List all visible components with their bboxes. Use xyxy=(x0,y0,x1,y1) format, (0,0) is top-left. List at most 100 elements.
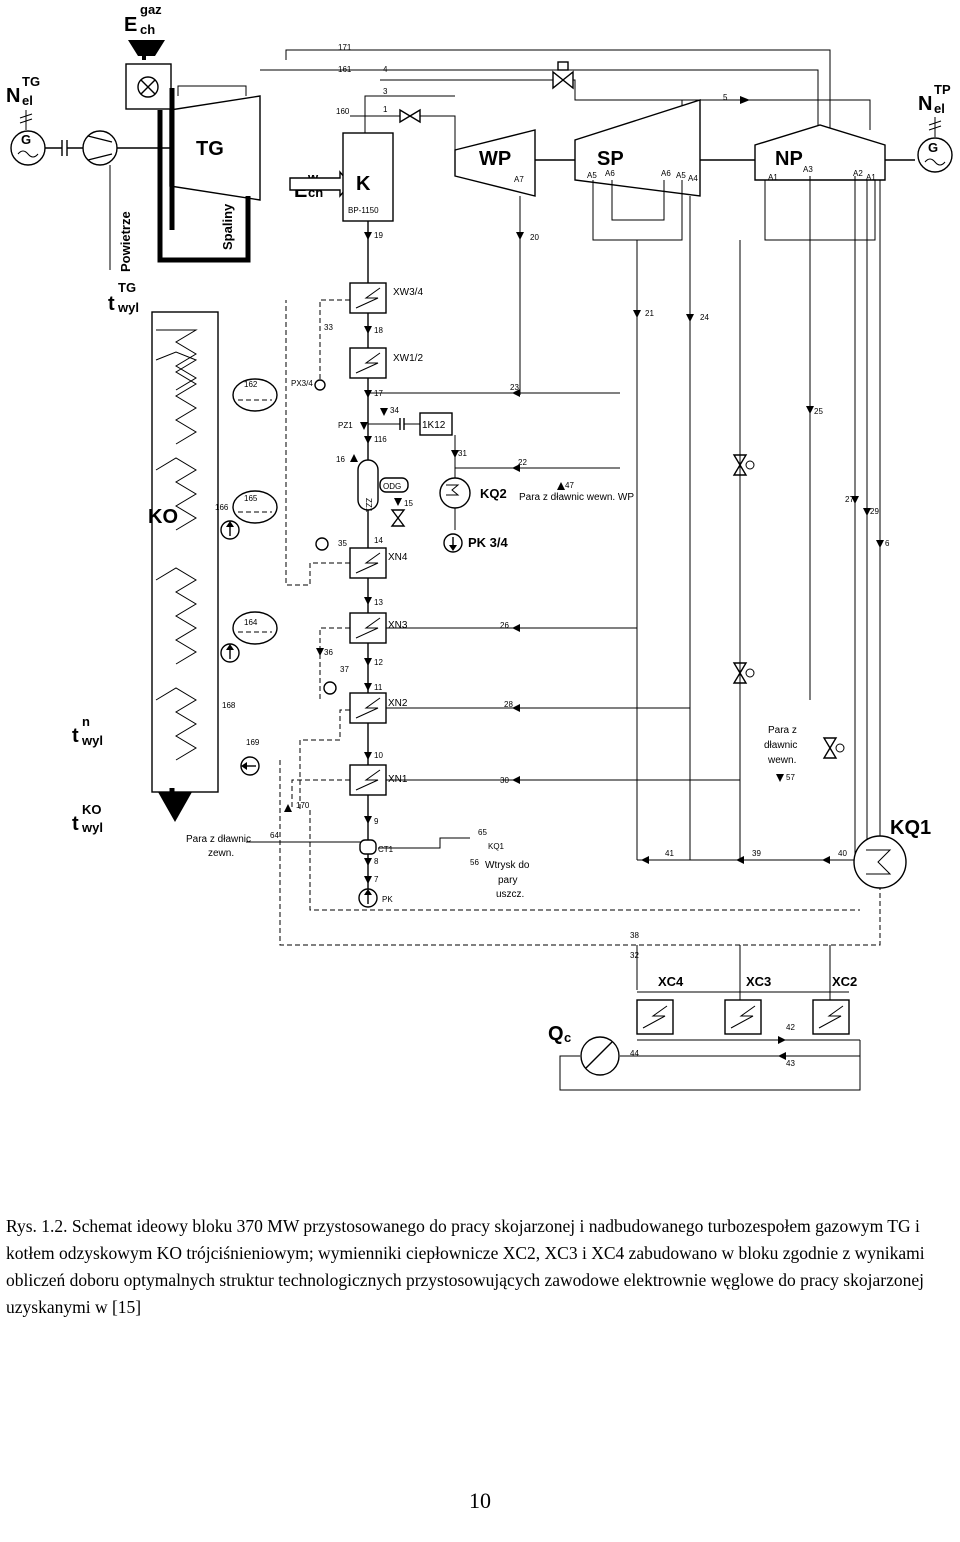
svg-text:ch: ch xyxy=(140,22,155,37)
svg-text:13: 13 xyxy=(374,598,383,607)
svg-text:Para z: Para z xyxy=(768,725,797,736)
heater-xw12: XW1/2 xyxy=(349,347,423,379)
svg-text:162: 162 xyxy=(244,380,258,389)
burner-icon xyxy=(137,76,159,98)
heater-xn3: XN3 xyxy=(349,612,408,644)
svg-text:A6: A6 xyxy=(661,169,671,178)
svg-text:44: 44 xyxy=(630,1049,639,1058)
svg-text:TG: TG xyxy=(196,138,224,160)
heat-exchanger-xc3: XC3 xyxy=(724,974,771,1035)
valve-740-upper xyxy=(732,454,755,476)
svg-text:wewn.: wewn. xyxy=(767,755,796,766)
svg-text:37: 37 xyxy=(340,665,349,674)
svg-text:31: 31 xyxy=(458,449,467,458)
svg-text:PZ1: PZ1 xyxy=(338,421,353,430)
svg-text:7: 7 xyxy=(374,875,379,884)
svg-text:27: 27 xyxy=(845,495,854,504)
svg-text:el: el xyxy=(22,93,33,108)
svg-text:zewn.: zewn. xyxy=(208,848,234,859)
svg-text:XC4: XC4 xyxy=(658,974,684,989)
svg-text:dławnic: dławnic xyxy=(764,740,797,751)
svg-text:A2: A2 xyxy=(853,169,863,178)
svg-text:ODG: ODG xyxy=(383,482,401,491)
heat-exchanger-xc4: XC4 xyxy=(636,974,684,1035)
svg-text:11: 11 xyxy=(374,683,383,692)
deaerator-1k12 xyxy=(419,412,453,436)
svg-text:22: 22 xyxy=(518,458,527,467)
svg-text:A1: A1 xyxy=(866,173,876,182)
figure-caption: Rys. 1.2. Schemat ideowy bloku 370 MW pr… xyxy=(6,1216,925,1317)
compressor xyxy=(82,130,170,166)
circulation-pump-icon xyxy=(580,1036,620,1076)
svg-text:WP: WP xyxy=(479,148,511,170)
svg-text:38: 38 xyxy=(630,931,639,940)
condenser-kq2: KQ2 xyxy=(439,477,507,509)
svg-text:33: 33 xyxy=(324,323,333,332)
svg-text:pary: pary xyxy=(498,875,517,886)
svg-text:39: 39 xyxy=(752,849,761,858)
gas-inlet-arrow xyxy=(128,40,165,60)
svg-text:A5: A5 xyxy=(676,171,686,180)
svg-text:166: 166 xyxy=(215,503,229,512)
svg-text:29: 29 xyxy=(870,507,879,516)
svg-text:30: 30 xyxy=(500,776,509,785)
svg-text:4: 4 xyxy=(383,65,388,74)
heater-xn2: XN2 xyxy=(349,692,408,724)
t-tg-label: t wyl TG xyxy=(108,280,139,315)
svg-text:wyl: wyl xyxy=(81,820,103,835)
svg-text:A6: A6 xyxy=(605,169,615,178)
svg-text:KQ1: KQ1 xyxy=(488,842,505,851)
svg-text:35: 35 xyxy=(338,539,347,548)
valve-830 xyxy=(822,737,845,759)
svg-text:24: 24 xyxy=(700,313,709,322)
air-label: Powietrze xyxy=(118,211,133,272)
svg-text:170: 170 xyxy=(296,801,310,810)
svg-text:CT1: CT1 xyxy=(378,845,394,854)
svg-text:XN4: XN4 xyxy=(388,552,408,563)
flue-gas-label: Spaliny xyxy=(220,203,235,250)
svg-text:PK: PK xyxy=(382,895,393,904)
cooler-ct1: CT1 xyxy=(359,839,394,855)
turbine-sp: SP A5 A6 A6 A5 A4 xyxy=(574,99,701,197)
svg-text:164: 164 xyxy=(244,618,258,627)
svg-text:ZZ1: ZZ1 xyxy=(364,498,373,513)
condenser-kq1-icon xyxy=(853,835,907,889)
svg-text:9: 9 xyxy=(374,817,379,826)
svg-text:uszcz.: uszcz. xyxy=(496,889,524,900)
turbine-wp: WP A7 xyxy=(454,129,536,197)
process-flow-diagram: E ch gaz N el TG G TG Powietrze Spaliny xyxy=(6,2,953,1091)
svg-text:A1: A1 xyxy=(768,173,778,182)
svg-text:PK 3/4: PK 3/4 xyxy=(468,535,509,550)
svg-text:42: 42 xyxy=(786,1023,795,1032)
svg-text:41: 41 xyxy=(665,849,674,858)
svg-text:NP: NP xyxy=(775,148,803,170)
svg-text:N: N xyxy=(6,85,20,107)
svg-text:SP: SP xyxy=(597,148,624,170)
svg-text:PX3/4: PX3/4 xyxy=(291,379,313,388)
svg-text:6: 6 xyxy=(885,539,890,548)
t-ko-label: t wyl KO xyxy=(72,802,103,835)
svg-text:56: 56 xyxy=(470,858,479,867)
recovery-boiler-ko: KO xyxy=(148,311,219,822)
e-gaz-symbol: E xyxy=(124,14,137,36)
svg-text:171: 171 xyxy=(338,43,352,52)
svg-text:168: 168 xyxy=(222,701,236,710)
svg-text:G: G xyxy=(928,140,938,155)
gas-turbine-tg: TG Powietrze Spaliny xyxy=(118,95,261,272)
svg-text:wyl: wyl xyxy=(117,300,139,315)
svg-text:32: 32 xyxy=(630,951,639,960)
svg-text:1: 1 xyxy=(383,105,388,114)
svg-text:el: el xyxy=(934,101,945,116)
svg-text:t: t xyxy=(72,813,79,835)
svg-text:Q: Q xyxy=(548,1023,564,1045)
svg-text:26: 26 xyxy=(500,621,509,630)
svg-text:G: G xyxy=(21,132,31,147)
svg-text:t: t xyxy=(108,293,115,315)
svg-text:28: 28 xyxy=(504,700,513,709)
svg-text:57: 57 xyxy=(786,773,795,782)
svg-text:TG: TG xyxy=(118,280,136,295)
svg-text:160: 160 xyxy=(336,107,350,116)
drum-164: 164 xyxy=(232,611,278,645)
power-tg-label: N el TG xyxy=(6,74,40,130)
svg-text:47: 47 xyxy=(565,481,574,490)
